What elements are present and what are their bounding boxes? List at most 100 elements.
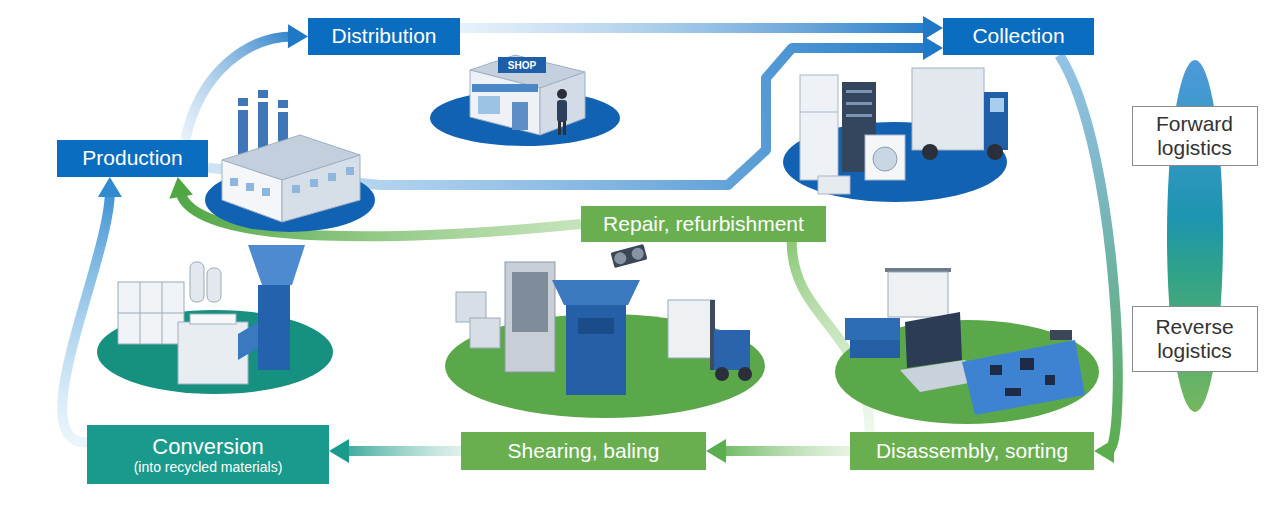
- conversion-illustration-part: [190, 262, 204, 302]
- factory-illustration-part: [292, 185, 300, 193]
- factory-illustration-part: [282, 155, 360, 222]
- shearing-illustration-part: [714, 330, 750, 370]
- arrow-head: [288, 24, 308, 48]
- disassembly-illustration-part: [962, 340, 1085, 415]
- stage-label: Production: [82, 146, 182, 170]
- conversion-illustration-part: [190, 314, 236, 324]
- stage-label: Reverse logistics: [1141, 315, 1249, 363]
- conversion-illustration-part: [248, 245, 305, 285]
- flow-arrow: [460, 23, 929, 33]
- stage-sublabel: (into recycled materials): [134, 459, 283, 475]
- shop-illustration-part: [558, 121, 561, 135]
- stage-label: Disassembly, sorting: [876, 439, 1068, 463]
- repair-fans-part: [611, 244, 648, 268]
- conversion-illustration-part: [118, 313, 184, 314]
- stage-label: Collection: [972, 24, 1064, 48]
- flow-connector: [329, 439, 461, 463]
- shearing-illustration-part: [668, 300, 714, 358]
- shop-illustration-part: [498, 57, 546, 73]
- shop-illustration: [430, 55, 620, 146]
- disassembly-illustration-part: [1045, 375, 1055, 385]
- flow-connector: [706, 439, 850, 463]
- collection-illustration-part: [987, 144, 1003, 160]
- factory-illustration-part: [262, 188, 270, 196]
- collection-illustration-part: [818, 176, 850, 194]
- flow-arrow: [720, 446, 850, 456]
- collection-illustration-part: [865, 135, 905, 180]
- flow-connector: [208, 36, 943, 185]
- flow-arrow: [62, 191, 110, 443]
- logistics-box: Reverse logistics: [1132, 306, 1258, 372]
- factory-illustration-part: [258, 98, 268, 102]
- disassembly-illustration-part: [888, 272, 948, 317]
- stage-box: Shearing, baling: [461, 432, 706, 470]
- shop-illustration-part: [470, 70, 540, 135]
- shearing-illustration-part: [715, 367, 729, 381]
- shop-illustration-part: [478, 96, 500, 114]
- stage-box: Disassembly, sorting: [850, 432, 1094, 470]
- stage-box: Collection: [943, 18, 1094, 55]
- shearing-illustration-part: [470, 318, 500, 348]
- collection-illustration: [783, 68, 1008, 202]
- stage-box: Repair, refurbishment: [581, 206, 826, 242]
- flow-connector: [62, 177, 122, 443]
- shearing-illustration-part: [566, 305, 626, 395]
- collection-illustration-part: [846, 102, 872, 105]
- conversion-illustration-part: [207, 268, 221, 302]
- factory-illustration-part: [238, 98, 248, 158]
- collection-illustration-part: [800, 75, 838, 180]
- stage-box: Distribution: [308, 18, 460, 55]
- arrow-head: [169, 177, 193, 199]
- flow-arrow: [208, 48, 929, 185]
- flow-arrow: [343, 446, 461, 456]
- factory-illustration-part: [310, 179, 318, 187]
- collection-illustration-part: [922, 144, 938, 160]
- stage-label: Distribution: [331, 24, 436, 48]
- disassembly-illustration-part: [850, 340, 900, 358]
- shearing-illustration-part: [512, 272, 548, 332]
- stage-label: Conversion: [152, 434, 263, 459]
- shearing-illustration-part: [505, 262, 555, 372]
- collection-illustration-part: [800, 112, 838, 113]
- disassembly-illustration: [835, 268, 1099, 424]
- factory-illustration: [205, 90, 375, 232]
- shearing-illustration-part: [552, 280, 640, 305]
- factory-illustration-part: [258, 90, 268, 152]
- disassembly-illustration-part: [885, 268, 951, 272]
- factory-illustration-part: [278, 108, 288, 112]
- stage-box: Conversion(into recycled materials): [87, 425, 329, 484]
- disassembly-illustration-part: [1005, 388, 1021, 396]
- shop-illustration-part: [540, 72, 585, 135]
- shearing-illustration: [445, 262, 765, 418]
- conversion-illustration-part: [118, 282, 184, 344]
- stage-label: Shearing, baling: [508, 439, 660, 463]
- disassembly-illustration-part: [990, 365, 1002, 375]
- factory-illustration-part: [238, 106, 248, 110]
- shearing-illustration-part: [738, 367, 752, 381]
- stage-box: Production: [57, 140, 208, 177]
- arrow-head: [1094, 439, 1114, 463]
- stage-label: Forward logistics: [1141, 112, 1249, 160]
- logistics-box: Forward logistics: [1132, 106, 1258, 166]
- factory-illustration-part: [246, 183, 254, 191]
- factory-illustration-part: [328, 173, 336, 181]
- collection-illustration-part: [990, 98, 1004, 112]
- collection-illustration-part: [846, 114, 872, 117]
- repair-fans-part: [630, 246, 645, 261]
- collection-illustration-part: [873, 147, 897, 171]
- repair-fans: [611, 244, 648, 268]
- arrow-head: [706, 439, 726, 463]
- arrow-head: [98, 177, 122, 197]
- stage-label: Repair, refurbishment: [603, 212, 804, 236]
- shop-illustration-part: [557, 89, 567, 99]
- disassembly-illustration-part: [1020, 358, 1034, 370]
- shop-illustration-part: [472, 84, 538, 92]
- repair-fans-part: [613, 251, 628, 266]
- factory-illustration-part: [230, 178, 238, 186]
- factory-illustration-part: [222, 160, 282, 222]
- arrow-head: [923, 16, 943, 40]
- shop-illustration-part: [557, 100, 567, 122]
- arrow-head: [923, 36, 943, 60]
- disassembly-illustration-part: [1050, 330, 1072, 340]
- collection-illustration-part: [984, 92, 1008, 150]
